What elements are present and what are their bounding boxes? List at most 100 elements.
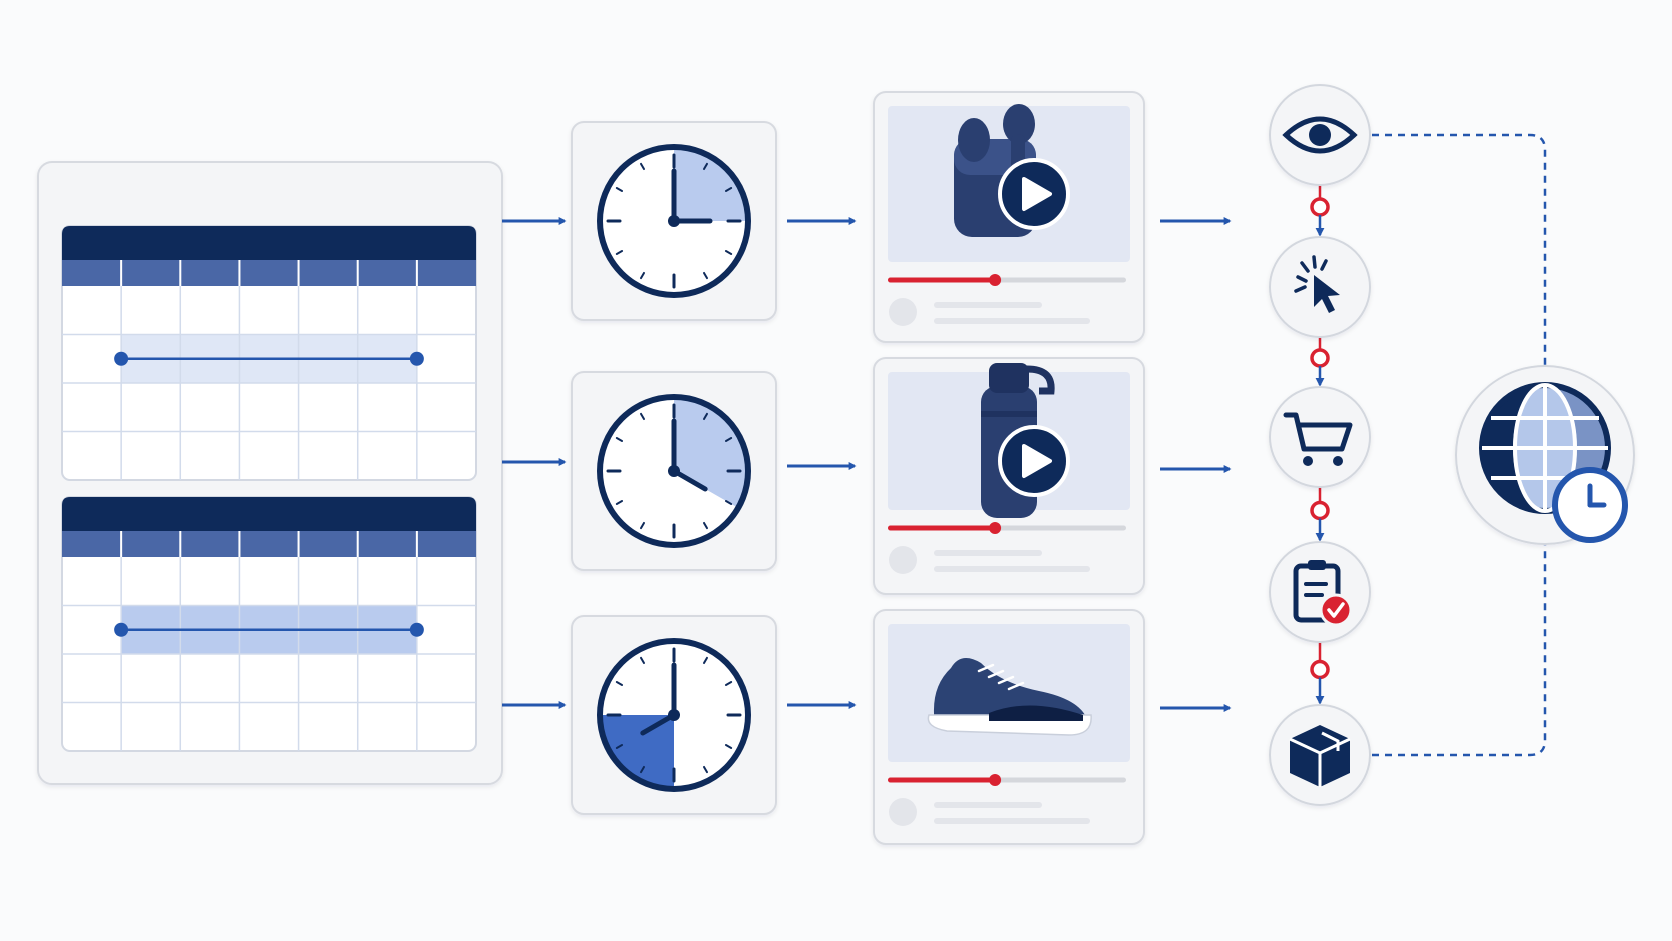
video-sneaker bbox=[873, 609, 1145, 845]
video-bottle bbox=[873, 357, 1145, 595]
clock-hour-hand bbox=[671, 468, 708, 492]
click-ray bbox=[1312, 255, 1317, 269]
clock-1 bbox=[571, 121, 777, 321]
clock-column bbox=[571, 121, 777, 815]
funnel-step-click[interactable] bbox=[1269, 236, 1371, 338]
clock-tick bbox=[615, 187, 624, 192]
eye-outline bbox=[1282, 116, 1358, 154]
range-end-dot bbox=[409, 351, 424, 366]
funnel-step-delivery[interactable] bbox=[1269, 704, 1371, 806]
clock-tick bbox=[640, 271, 645, 280]
cart-icon bbox=[1283, 412, 1353, 466]
bottle-cap bbox=[989, 363, 1029, 393]
eye-pupil bbox=[1309, 124, 1331, 146]
clock-tick bbox=[724, 187, 733, 192]
clock-tick bbox=[703, 162, 708, 171]
package-tape bbox=[1321, 731, 1340, 751]
connector-node bbox=[1310, 659, 1330, 680]
funnel-step-circle bbox=[1269, 541, 1371, 643]
clock-tick bbox=[640, 765, 645, 774]
progress-knob[interactable] bbox=[989, 774, 1002, 786]
clock-center bbox=[668, 465, 680, 477]
dashed-line-bottom bbox=[1372, 540, 1547, 757]
clock-tick bbox=[640, 162, 645, 171]
clock-tick bbox=[703, 656, 708, 665]
clock-tick bbox=[615, 250, 624, 255]
click-ray bbox=[1320, 259, 1328, 271]
channel-avatar bbox=[889, 546, 917, 574]
funnel-connector bbox=[1310, 337, 1330, 387]
calendar-header bbox=[62, 497, 476, 531]
funnel-step-view[interactable] bbox=[1269, 84, 1371, 186]
click-ray bbox=[1294, 285, 1307, 293]
sneaker-toe bbox=[989, 705, 1083, 721]
channel-avatar bbox=[889, 298, 917, 326]
check-badge bbox=[1319, 593, 1353, 627]
clock-tick bbox=[615, 681, 624, 686]
calendar-top bbox=[61, 225, 477, 481]
clock-time-wedge bbox=[602, 715, 674, 787]
calendar-weekday-row bbox=[62, 260, 476, 286]
clock-tick bbox=[615, 744, 624, 749]
clipboard-check-icon bbox=[1293, 560, 1353, 627]
dashed-line-top bbox=[1372, 133, 1547, 365]
funnel-column bbox=[1269, 84, 1371, 806]
sneaker-icon bbox=[927, 658, 1092, 736]
arrows-calendar-to-clock bbox=[502, 217, 567, 709]
progress-fill bbox=[888, 525, 996, 531]
clock-time-wedge bbox=[674, 149, 746, 221]
arrows-clock-to-video bbox=[787, 217, 857, 709]
clock-rim bbox=[597, 638, 751, 792]
cart-basket bbox=[1283, 412, 1353, 452]
clock-tick bbox=[615, 437, 624, 442]
calendar-bottom bbox=[61, 496, 477, 752]
clock-tick bbox=[724, 744, 733, 749]
range-end-dot bbox=[409, 622, 424, 637]
play-icon bbox=[1022, 444, 1052, 478]
clock-rim bbox=[597, 144, 751, 298]
video-column bbox=[873, 91, 1145, 845]
clock-tick bbox=[703, 521, 708, 530]
cursor-click-icon bbox=[1294, 255, 1340, 313]
channel-avatar bbox=[889, 798, 917, 826]
clock-badge-icon bbox=[1552, 467, 1628, 543]
check-mark bbox=[1327, 602, 1345, 618]
sneaker-lace bbox=[1007, 681, 1025, 691]
click-ray bbox=[1300, 261, 1310, 273]
connector-node bbox=[1310, 197, 1330, 217]
dashed-connector bbox=[1372, 133, 1547, 757]
meta-line bbox=[934, 550, 1042, 556]
meta-line bbox=[934, 802, 1042, 808]
clock-tick bbox=[703, 412, 708, 421]
clock-center bbox=[668, 215, 680, 227]
play-button[interactable] bbox=[998, 425, 1070, 497]
range-start-dot bbox=[114, 351, 129, 366]
clock-tick bbox=[724, 681, 733, 686]
play-button[interactable] bbox=[998, 158, 1070, 230]
progress-knob[interactable] bbox=[989, 274, 1002, 286]
progress-fill bbox=[888, 277, 996, 283]
click-ray bbox=[1296, 275, 1308, 283]
clock-tick bbox=[703, 271, 708, 280]
arrows-video-to-funnel bbox=[1160, 217, 1232, 712]
video-earbuds bbox=[873, 91, 1145, 343]
funnel-connector bbox=[1310, 185, 1330, 237]
clock-3 bbox=[571, 615, 777, 815]
play-icon bbox=[1022, 177, 1052, 211]
funnel-step-add-to-cart[interactable] bbox=[1269, 386, 1371, 488]
funnel-step-circle bbox=[1269, 386, 1371, 488]
cursor-arrow bbox=[1314, 275, 1340, 313]
clock-tick bbox=[615, 500, 624, 505]
cart-wheel bbox=[1303, 456, 1313, 466]
clock-hour-hand bbox=[640, 712, 677, 736]
calendar-header bbox=[62, 226, 476, 260]
clock-tick bbox=[640, 412, 645, 421]
earbud-left bbox=[958, 118, 990, 162]
meta-line bbox=[934, 302, 1042, 308]
clock-tick bbox=[724, 250, 733, 255]
earbud-right bbox=[1003, 104, 1035, 144]
range-start-dot bbox=[114, 622, 129, 637]
progress-knob[interactable] bbox=[989, 522, 1002, 534]
funnel-step-checkout[interactable] bbox=[1269, 541, 1371, 643]
progress-fill bbox=[888, 777, 996, 783]
